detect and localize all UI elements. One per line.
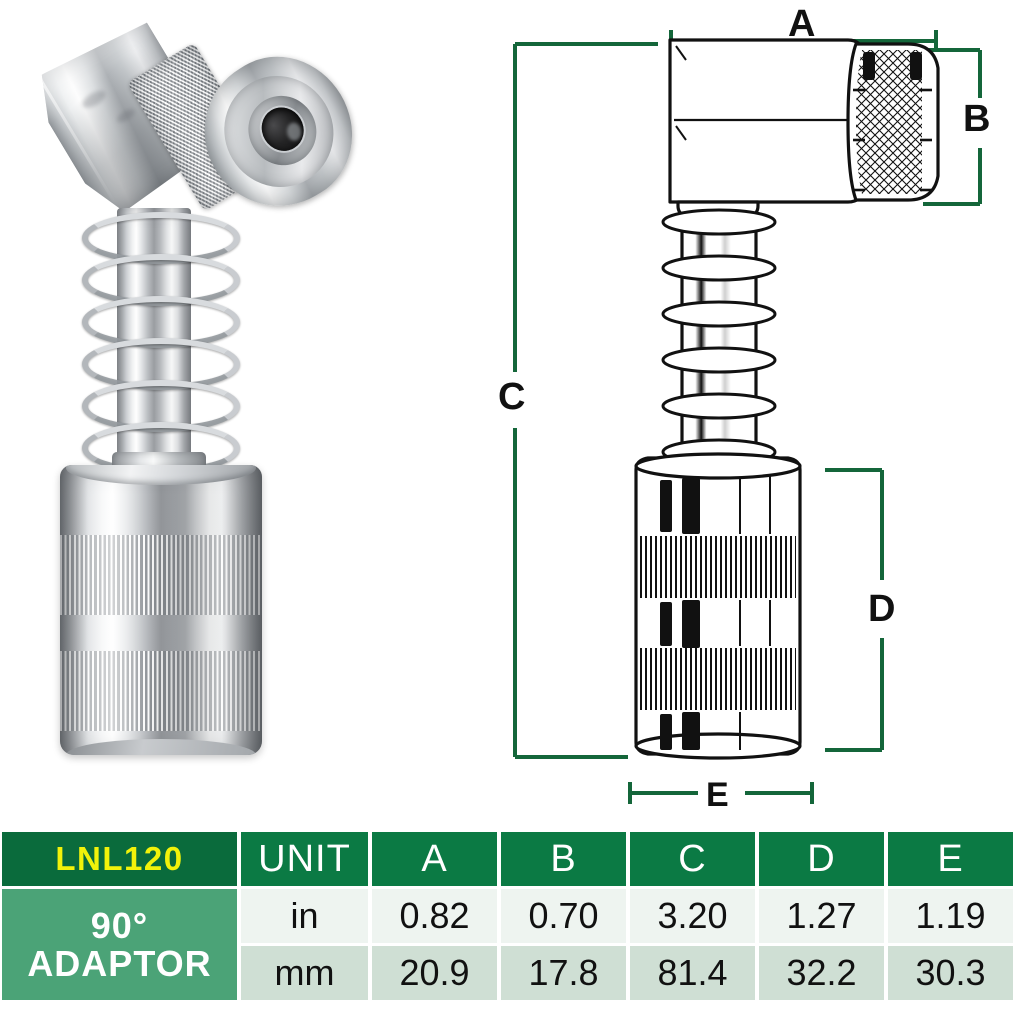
spring-coil — [661, 208, 777, 236]
value-e-in: 1.19 — [888, 889, 1013, 943]
product-name-cell: 90° ADAPTOR — [2, 889, 237, 1000]
dimension-line-e — [628, 782, 814, 804]
dim-header-b: B — [501, 832, 626, 886]
dimension-label-d: D — [868, 588, 896, 630]
dim-header-d: D — [759, 832, 884, 886]
dim-header-a: A — [372, 832, 497, 886]
barrel-bottom-rim — [634, 732, 802, 760]
unit-header-cell: UNIT — [241, 832, 368, 886]
barrel-knurl-band — [640, 648, 796, 710]
head-corner-mark — [675, 45, 687, 61]
barrel-top-rim — [66, 465, 256, 485]
dimension-line-b — [923, 48, 982, 206]
sleeve-highlight-notch — [863, 52, 875, 80]
spring-coils-group — [661, 208, 777, 466]
spring-coil — [661, 392, 777, 420]
table-column-c: C 3.20 81.4 — [630, 832, 755, 1000]
table-column-e: E 1.19 30.3 — [888, 832, 1013, 1000]
product-name-line2: ADAPTOR — [27, 942, 212, 984]
product-name-line1: 90° — [90, 904, 149, 946]
barrel-shading — [60, 465, 262, 755]
value-c-in: 3.20 — [630, 889, 755, 943]
barrel-knurl-band — [60, 535, 262, 615]
barrel-highlights — [660, 478, 700, 750]
head-corner-mark — [675, 125, 687, 141]
knurl-texture — [856, 50, 922, 194]
sleeve-tick-marks — [853, 88, 932, 192]
dim-header-e: E — [888, 832, 1013, 886]
table-column-b: B 0.70 17.8 — [501, 832, 626, 1000]
barrel-contour-lines — [739, 476, 771, 750]
knurled-barrel-part — [60, 465, 262, 755]
technical-line-drawing — [513, 30, 982, 804]
value-b-in: 0.70 — [501, 889, 626, 943]
model-number-text: LNL120 — [55, 840, 184, 877]
product-photo-panel — [0, 0, 470, 825]
product-outline-group — [634, 38, 940, 760]
specification-table: LNL120 90° ADAPTOR UNIT in mm A 0.82 20.… — [0, 832, 1017, 1000]
value-c-mm: 81.4 — [630, 946, 755, 1000]
dimension-diagram-panel: A B C D E — [470, 0, 1017, 825]
value-a-mm: 20.9 — [372, 946, 497, 1000]
dim-header-c: C — [630, 832, 755, 886]
coil-spring-part — [82, 210, 240, 482]
value-a-in: 0.82 — [372, 889, 497, 943]
spring-coil — [661, 346, 777, 374]
barrel-top-rim — [634, 452, 802, 480]
barrel-bottom-rim — [66, 739, 256, 755]
unit-cell-mm: mm — [241, 946, 368, 1000]
spring-coil — [661, 254, 777, 282]
stem-tube — [680, 212, 758, 466]
unit-cell-in: in — [241, 889, 368, 943]
dimension-label-a: A — [788, 3, 816, 45]
spring-coil — [661, 300, 777, 328]
table-column-a: A 0.82 20.9 — [372, 832, 497, 1000]
dimension-label-c: C — [498, 376, 526, 418]
dimension-label-e: E — [706, 776, 729, 814]
value-e-mm: 30.3 — [888, 946, 1013, 1000]
brand-header-cell: LNL120 — [2, 832, 237, 886]
dimension-line-c — [513, 42, 658, 759]
value-d-in: 1.27 — [759, 889, 884, 943]
dimension-line-d — [825, 468, 884, 752]
table-column-product: LNL120 90° ADAPTOR — [2, 832, 237, 1000]
barrel-knurl-band — [60, 651, 262, 731]
product-photograph — [0, 0, 470, 825]
value-d-mm: 32.2 — [759, 946, 884, 1000]
table-column-unit: UNIT in mm — [241, 832, 368, 1000]
dimension-label-b: B — [963, 98, 991, 140]
value-b-mm: 17.8 — [501, 946, 626, 1000]
table-column-d: D 1.27 32.2 — [759, 832, 884, 1000]
barrel-knurl-band — [640, 536, 796, 598]
sleeve-highlight-notch — [910, 52, 922, 80]
